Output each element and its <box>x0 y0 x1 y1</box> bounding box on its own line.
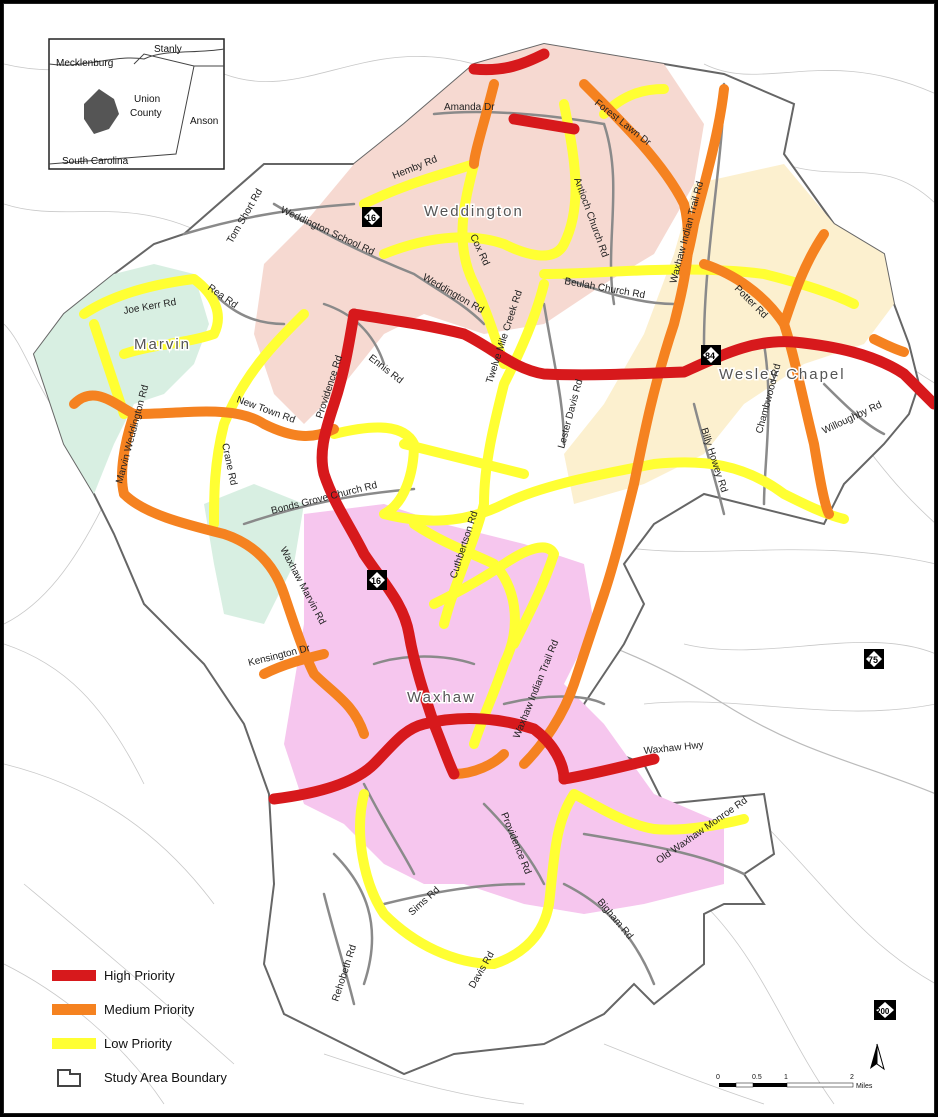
legend-swatch-low <box>52 1038 96 1049</box>
route-shield-nc200: 200 <box>874 1000 896 1020</box>
route-shield-nc75: 75 <box>864 649 884 669</box>
map-frame: Weddington Marvin Wesley Chapel Waxhaw A… <box>3 3 935 1114</box>
inset-locator-map: Mecklenburg Stanly Union County Anson So… <box>48 38 225 170</box>
scale-bar: 0 0.5 1 2 Miles <box>716 1074 873 1090</box>
low-twelve-mile <box>439 279 549 629</box>
route-shield-nc16: 16 <box>362 207 382 227</box>
legend-label-high: High Priority <box>104 968 175 983</box>
local-roads <box>182 82 886 1006</box>
svg-text:75: 75 <box>868 655 878 665</box>
low-cox-weddington <box>457 159 509 369</box>
route-shield-nc16: 16 <box>367 570 387 590</box>
scale-tick: 0 <box>716 1074 720 1081</box>
svg-text:16: 16 <box>366 213 376 223</box>
medium-amanda-north <box>469 79 499 169</box>
low-hemby-corridor <box>359 159 479 209</box>
low-cuthbertson-b <box>429 542 559 649</box>
legend-swatch-medium <box>52 1004 96 1015</box>
low-antioch <box>379 99 581 261</box>
medium-potter <box>699 259 834 519</box>
low-south-west-loop <box>355 789 554 969</box>
scale-tick: 1 <box>784 1074 788 1081</box>
scale-tick: 2 <box>850 1074 854 1081</box>
low-beulah <box>539 264 859 309</box>
inset-label: South Carolina <box>62 156 129 167</box>
low-marvin-loop <box>79 274 223 359</box>
svg-text:200: 200 <box>876 1007 890 1016</box>
marvin-area <box>34 264 209 494</box>
high-waxhaw-hwy <box>558 753 660 785</box>
medium-kensington <box>259 649 329 679</box>
scale-tick: 0.5 <box>752 1074 762 1081</box>
inset-study-area <box>84 89 119 134</box>
town-label-wesley-chapel: Wesley Chapel <box>719 366 846 383</box>
high-nc84 <box>348 308 934 410</box>
medium-priority-corridors <box>69 79 909 779</box>
low-priority-corridors <box>79 84 859 969</box>
low-new-town <box>209 309 309 529</box>
inset-label: Union <box>134 94 160 105</box>
high-priority-corridors <box>268 48 934 805</box>
inset-label: County <box>130 108 162 119</box>
medium-east-stub <box>869 334 909 357</box>
svg-text:16: 16 <box>371 576 381 586</box>
town-label-waxhaw: Waxhaw <box>407 689 476 706</box>
north-arrow <box>870 1043 885 1071</box>
route-shields: 16 84 16 75 200 <box>362 207 896 1020</box>
svg-text:84: 84 <box>705 351 715 361</box>
medium-potter-east <box>779 229 829 329</box>
high-amanda <box>508 113 580 135</box>
legend-label-medium: Medium Priority <box>104 1002 195 1017</box>
medium-forest-lawn <box>519 79 694 769</box>
legend-swatch-high <box>52 970 96 981</box>
low-ennis-loop <box>399 439 529 479</box>
road-label: Amanda Dr <box>444 102 495 113</box>
medium-waxhaw-indian-trail <box>679 84 729 279</box>
inset-label: Mecklenburg <box>56 58 113 69</box>
inset-label: Stanly <box>154 44 182 55</box>
legend-label-low: Low Priority <box>104 1036 172 1051</box>
inset-label: Anson <box>190 116 218 127</box>
legend: High Priority Medium Priority Low Priori… <box>52 968 227 1087</box>
medium-waxhaw-marvin <box>119 489 369 739</box>
high-north-stub <box>468 48 550 76</box>
priority-map: Weddington Marvin Wesley Chapel Waxhaw A… <box>4 38 934 1105</box>
low-cuthbertson <box>409 519 520 749</box>
route-shield-nc84: 84 <box>701 345 721 365</box>
low-south-east-loop <box>544 789 749 909</box>
road-label: Waxhaw Hwy <box>643 740 704 757</box>
legend-label-boundary: Study Area Boundary <box>104 1070 227 1085</box>
town-label-weddington: Weddington <box>424 203 524 220</box>
medium-new-town <box>129 406 339 441</box>
town-label-marvin: Marvin <box>134 336 191 353</box>
high-waxhaw-loop <box>268 713 570 805</box>
scale-unit: Miles <box>856 1083 873 1090</box>
legend-swatch-boundary <box>57 1069 81 1087</box>
